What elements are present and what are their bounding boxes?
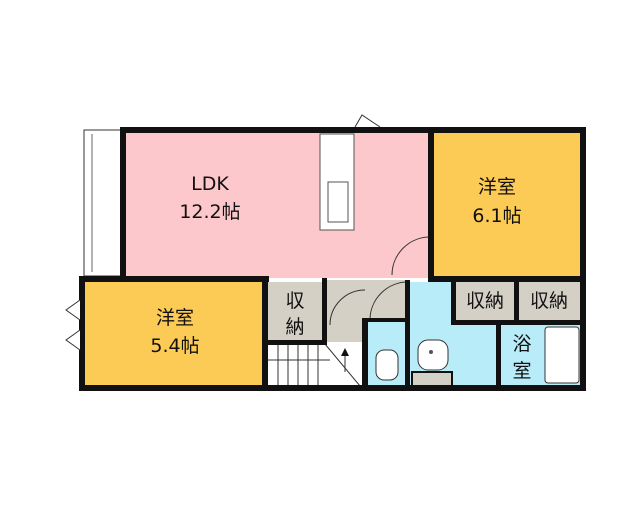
bathtub-icon <box>544 326 580 384</box>
storage-3-label: 収納 <box>530 290 568 312</box>
door-swing <box>369 281 409 321</box>
stairs <box>267 344 364 386</box>
balcony <box>83 129 123 277</box>
toilet-icon <box>375 349 399 381</box>
entrance-door-icon <box>354 114 381 128</box>
western-room-1-name: 洋室 <box>478 176 516 198</box>
drain-icon <box>429 350 433 354</box>
stair-arrow-icon <box>341 348 349 356</box>
western-room-2-size: 5.4帖 <box>150 335 199 357</box>
door-swing <box>329 289 366 326</box>
ldk-room <box>124 132 431 278</box>
washing-machine-pan <box>411 371 453 387</box>
storage-2-label: 収納 <box>466 290 504 312</box>
ldk-name: LDK <box>191 173 229 195</box>
western-room-1-size: 6.1帖 <box>472 205 521 227</box>
door-swing <box>391 236 431 276</box>
storage-closet-1 <box>267 282 323 342</box>
ldk-size: 12.2帖 <box>179 201 240 223</box>
western-room-6-1 <box>432 132 582 280</box>
storage-1-label: 収 <box>285 290 304 312</box>
western-room-2-name: 洋室 <box>156 307 194 329</box>
storage-closet-2 <box>455 282 515 320</box>
walls <box>79 127 586 391</box>
bathroom-label: 浴 <box>512 333 531 355</box>
window-icon <box>65 299 81 351</box>
washbasin-icon <box>417 339 449 371</box>
western-room-5-4 <box>83 282 264 386</box>
storage-closet-3 <box>518 282 580 320</box>
kitchen-sink <box>327 181 349 223</box>
storage-1-label: 納 <box>285 316 304 338</box>
bathroom-label: 室 <box>512 360 531 382</box>
